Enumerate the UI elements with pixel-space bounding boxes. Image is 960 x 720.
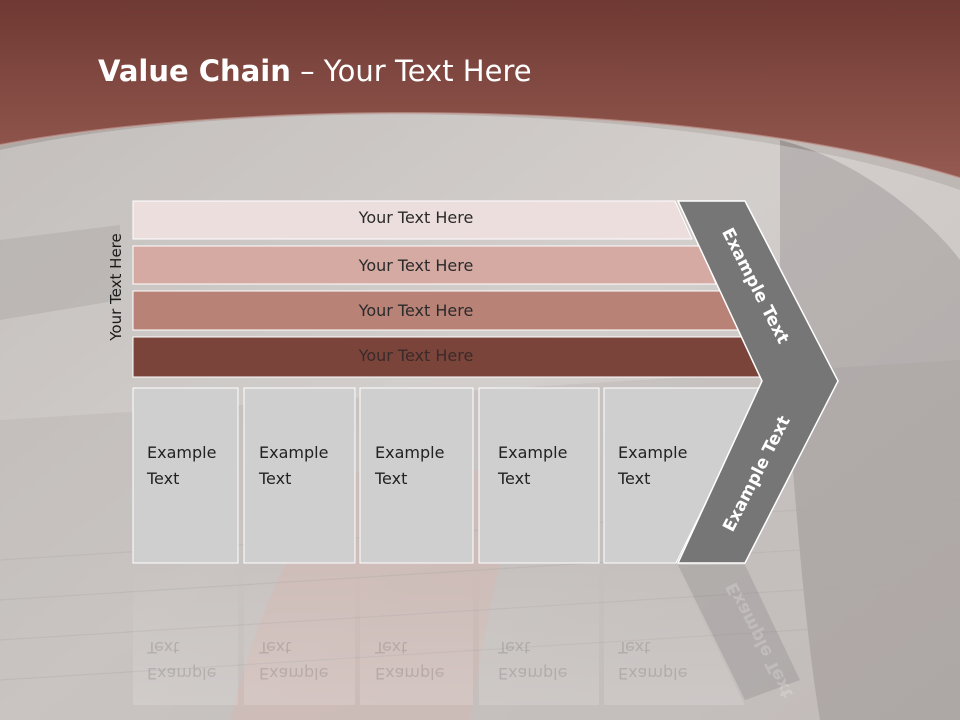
column-text-1-line2: Text [147, 469, 180, 488]
column-text-1-line1: Example [147, 443, 217, 462]
column-text-4-line1: Example [498, 443, 568, 462]
column-cell-4 [478, 387, 600, 564]
column-cell-2 [243, 387, 356, 564]
row-label-1: Your Text Here [358, 208, 474, 227]
column-text-4-line2: Text [498, 469, 531, 488]
title-bold: Value Chain [98, 54, 291, 88]
column-cell-1 [132, 387, 239, 564]
column-text-5-line2: Text [618, 469, 651, 488]
side-label: Your Text Here [107, 233, 125, 341]
row-label-3: Your Text Here [358, 301, 474, 320]
column-text-3-line2: Text [375, 469, 408, 488]
slide-title: Value Chain – Your Text Here [98, 54, 532, 88]
column-text-5-line1: Example [618, 443, 688, 462]
column-cell-3 [359, 387, 474, 564]
column-text-2-line2: Text [259, 469, 292, 488]
column-text-3-line1: Example [375, 443, 445, 462]
row-label-4: Your Text Here [358, 346, 474, 365]
column-text-2-line1: Example [259, 443, 329, 462]
title-rest: – Your Text Here [290, 54, 532, 88]
row-label-2: Your Text Here [358, 256, 474, 275]
row-bar-1 [132, 200, 693, 240]
column-cell-5 [603, 387, 763, 564]
chevron-arrow [676, 200, 839, 564]
